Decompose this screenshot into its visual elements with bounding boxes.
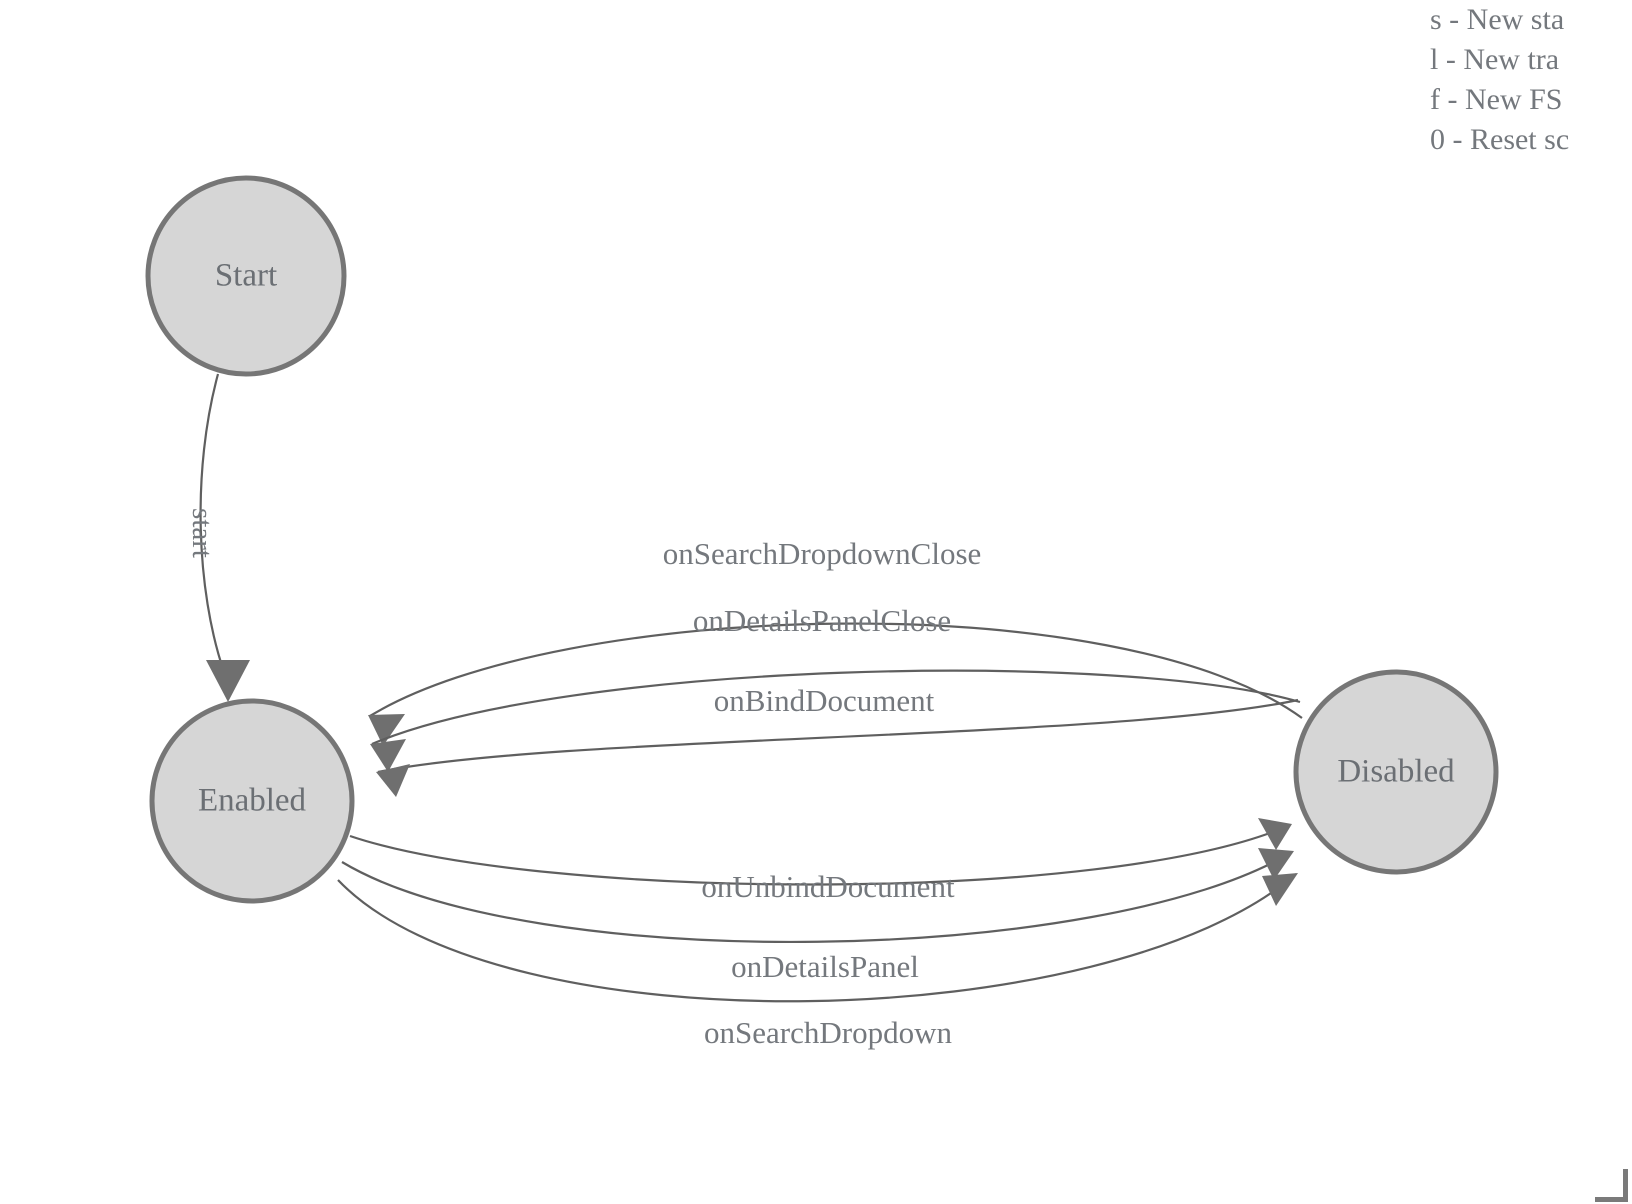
help-line-reset-scale: 0 - Reset sc	[1430, 123, 1570, 156]
transition-onSearchDropdownClose[interactable]	[368, 622, 1303, 746]
edge-path-onSearchDropdown[interactable]	[337, 873, 1297, 1003]
arrowhead-icon-disabled-3	[1262, 873, 1298, 906]
state-node-disabled[interactable]: Disabled	[1293, 669, 1499, 875]
arrowhead-icon-enabled-3	[376, 764, 410, 797]
edge-path-onDetailsPanel[interactable]	[341, 851, 1293, 943]
edge-path-start[interactable]	[199, 373, 226, 673]
arrowhead-icon-disabled-1	[1258, 818, 1292, 850]
transition-onDetailsPanelClose[interactable]	[370, 669, 1301, 772]
edge-label-onDetailsPanelClose: onDetailsPanelClose	[693, 603, 951, 638]
edge-label-onBindDocument: onBindDocument	[714, 683, 935, 718]
help-overlay: s - New sta l - New tra f - New FS 0 - R…	[1430, 0, 1632, 160]
edge-label-start: start	[186, 508, 218, 558]
edge-path-onDetailsPanelClose[interactable]	[371, 669, 1301, 746]
state-node-enabled[interactable]: Enabled	[149, 698, 355, 904]
arrowhead-icon-disabled-2	[1258, 848, 1294, 880]
help-line-new-fsm: f - New FS	[1430, 83, 1563, 116]
state-circle-disabled[interactable]	[1293, 669, 1499, 875]
resize-corner-handle[interactable]	[1595, 1169, 1628, 1202]
transition-onDetailsPanel[interactable]	[341, 848, 1294, 943]
transition-onSearchDropdown[interactable]	[337, 873, 1298, 1003]
help-line-new-transition: l - New tra	[1430, 43, 1560, 76]
edge-path-onUnbindDocument[interactable]	[349, 823, 1291, 886]
edge-label-onSearchDropdown: onSearchDropdown	[704, 1015, 952, 1050]
help-line-new-state: s - New sta	[1430, 3, 1565, 36]
edge-label-onSearchDropdownClose: onSearchDropdownClose	[663, 536, 982, 571]
transition-start[interactable]	[199, 373, 250, 702]
edge-path-onSearchDropdownClose[interactable]	[369, 622, 1303, 719]
transition-onBindDocument[interactable]	[376, 698, 1299, 797]
edge-label-onDetailsPanel: onDetailsPanel	[731, 949, 919, 984]
transition-onUnbindDocument[interactable]	[349, 818, 1292, 886]
arrowhead-icon-enabled-2	[370, 739, 406, 772]
state-label-start: Start	[215, 258, 277, 294]
edge-path-onBindDocument[interactable]	[377, 698, 1299, 774]
state-circle-start[interactable]	[145, 175, 347, 377]
state-node-start[interactable]: Start	[145, 175, 347, 377]
state-label-enabled: Enabled	[198, 783, 307, 819]
state-label-disabled: Disabled	[1337, 754, 1455, 790]
edge-label-onUnbindDocument: onUnbindDocument	[701, 869, 955, 904]
state-circle-enabled[interactable]	[149, 698, 355, 904]
arrowhead-icon-enabled-1	[368, 714, 405, 746]
arrowhead-icon-start	[206, 660, 250, 702]
